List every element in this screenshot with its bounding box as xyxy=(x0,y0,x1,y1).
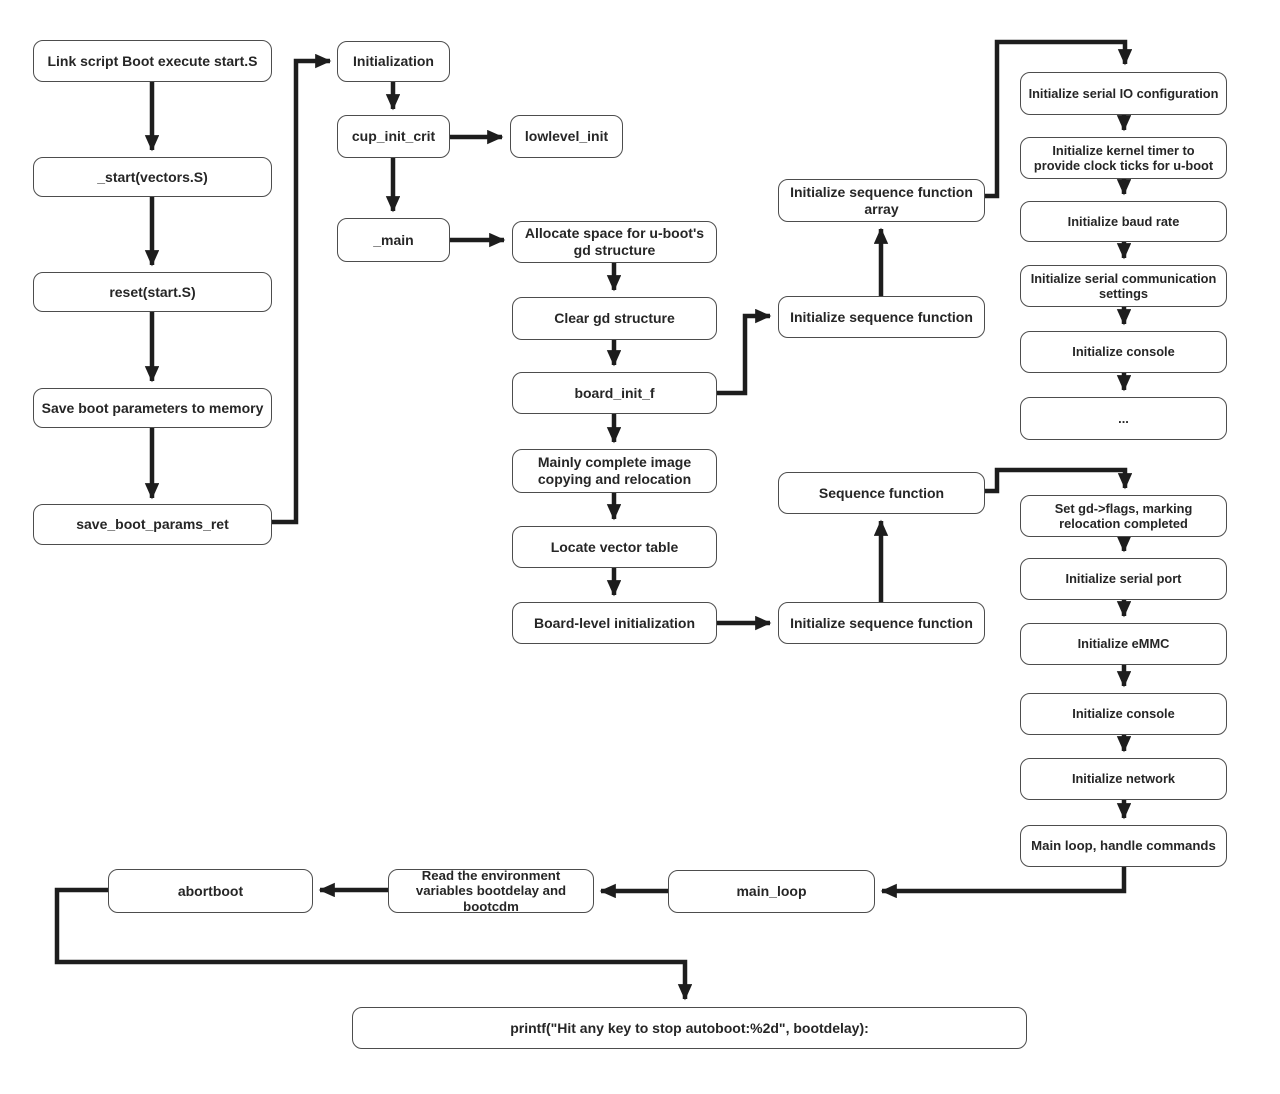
node-label: reset(start.S) xyxy=(109,283,196,300)
node-label: board_init_f xyxy=(574,384,655,401)
node-main-loop: main_loop xyxy=(668,870,875,913)
node-main-loop-handle: Main loop, handle commands xyxy=(1020,825,1227,867)
node-label: Initialize network xyxy=(1071,771,1176,787)
node-emmc: Initialize eMMC xyxy=(1020,623,1227,665)
node-abortboot: abortboot xyxy=(108,869,313,913)
node-save-boot-params-ret: save_boot_params_ret xyxy=(33,504,272,545)
node-read-env: Read the environment variables bootdelay… xyxy=(388,867,594,914)
node-label: Initialize baud rate xyxy=(1067,213,1180,229)
node-label: Initialization xyxy=(353,53,434,70)
node-network: Initialize network xyxy=(1020,758,1227,800)
node-label: Initialize sequence function array xyxy=(790,183,973,217)
node-init-seq-array: Initialize sequence function array xyxy=(778,179,985,222)
node-label: Clear gd structure xyxy=(554,310,675,327)
node-serial-comm: Initialize serial communication settings xyxy=(1020,265,1227,307)
node-label: Sequence function xyxy=(818,484,945,501)
node-label: _start(vectors.S) xyxy=(97,168,208,185)
node-clear-gd: Clear gd structure xyxy=(512,297,717,340)
node-ellipsis: ... xyxy=(1020,397,1227,440)
node-label: save_boot_params_ret xyxy=(76,516,229,533)
node-label: Initialize serial port xyxy=(1065,571,1182,587)
node-label: Allocate space for u-boot's gd structure xyxy=(524,225,705,258)
node-label: Link script Boot execute start.S xyxy=(47,52,258,69)
node-initialization: Initialization xyxy=(337,41,450,82)
node-label: Initialize console xyxy=(1072,706,1175,722)
node-label: printf("Hit any key to stop autoboot:%2d… xyxy=(510,1019,869,1036)
node-seq-fn: Sequence function xyxy=(778,472,985,514)
node-label: Initialize kernel timer to provide clock… xyxy=(1033,142,1214,173)
node-console-1: Initialize console xyxy=(1020,331,1227,373)
node-label: Mainly complete image copying and reloca… xyxy=(537,454,692,487)
node-label: cup_init_crit xyxy=(351,128,436,145)
node-label: Save boot parameters to memory xyxy=(41,399,264,416)
node-label: Initialize console xyxy=(1072,344,1175,360)
node-cup-init-crit: cup_init_crit xyxy=(337,115,450,158)
node-relocate-image: Mainly complete image copying and reloca… xyxy=(512,449,717,493)
node-board-level-init: Board-level initialization xyxy=(512,602,717,644)
node-label: Board-level initialization xyxy=(533,614,696,631)
node-board-init-f: board_init_f xyxy=(512,372,717,414)
node-printf: printf("Hit any key to stop autoboot:%2d… xyxy=(352,1007,1027,1049)
node-label: Initialize eMMC xyxy=(1077,636,1170,652)
node-console-2: Initialize console xyxy=(1020,693,1227,735)
node-lowlevel-init: lowlevel_init xyxy=(510,115,623,158)
node-label: Initialize serial communication settings xyxy=(1030,270,1217,301)
node-label: ... xyxy=(1118,410,1129,426)
node-label: Initialize serial IO configuration xyxy=(1028,85,1219,101)
node-set-gd-flags: Set gd->flags, marking relocation comple… xyxy=(1020,495,1227,537)
node-label: Initialize sequence function xyxy=(790,308,973,325)
node-save-boot-params: Save boot parameters to memory xyxy=(33,388,272,428)
node-kernel-timer: Initialize kernel timer to provide clock… xyxy=(1020,137,1227,179)
node-serial-io: Initialize serial IO configuration xyxy=(1020,72,1227,115)
node-label: Set gd->flags, marking relocation comple… xyxy=(1054,500,1193,531)
node-label: Main loop, handle commands xyxy=(1031,838,1216,854)
node-label: lowlevel_init xyxy=(524,128,609,145)
node-label: Locate vector table xyxy=(550,538,679,555)
node-label: abortboot xyxy=(177,882,244,899)
node-locate-vector: Locate vector table xyxy=(512,526,717,568)
node-label: Read the environment variables bootdelay… xyxy=(415,867,567,914)
node-init-seq-fn-2: Initialize sequence function xyxy=(778,602,985,644)
node-label: _main xyxy=(373,231,414,248)
node-start-vectors: _start(vectors.S) xyxy=(33,157,272,197)
node-init-seq-fn-1: Initialize sequence function xyxy=(778,296,985,338)
node-link-script: Link script Boot execute start.S xyxy=(33,40,272,82)
node-label: Initialize sequence function xyxy=(790,614,973,631)
node-main: _main xyxy=(337,218,450,262)
node-baud-rate: Initialize baud rate xyxy=(1020,201,1227,242)
node-reset-start: reset(start.S) xyxy=(33,272,272,312)
node-serial-port: Initialize serial port xyxy=(1020,558,1227,600)
node-allocate-gd: Allocate space for u-boot's gd structure xyxy=(512,221,717,263)
node-label: main_loop xyxy=(736,883,807,900)
